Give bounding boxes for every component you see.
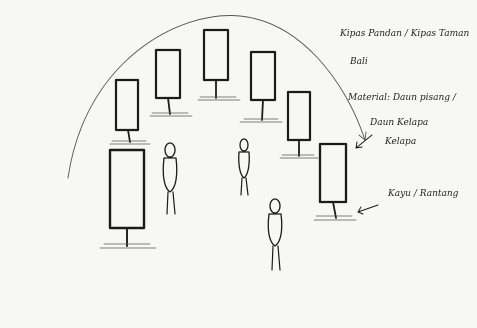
note-title-line2: Bali	[349, 57, 368, 67]
arrow-icon	[358, 205, 378, 214]
note-frame: Kayu / Rantang	[387, 189, 459, 199]
fan-panel-icon	[314, 144, 356, 220]
note-material-line1: Material: Daun pisang /	[347, 93, 457, 103]
fan-panel-icon	[150, 50, 192, 116]
fan-panel-icon	[198, 30, 240, 100]
note-material-line3: Kelapa	[384, 137, 416, 147]
note-material-line2: Daun Kelapa	[369, 118, 428, 128]
human-figure-icon	[163, 143, 177, 214]
fan-panel-icon	[240, 52, 282, 122]
human-figure-icon	[268, 199, 282, 270]
fan-panel-icon	[110, 80, 150, 144]
note-title-line1: Kipas Pandan / Kipas Taman	[339, 29, 469, 39]
fan-panel-icon	[100, 150, 156, 248]
fan-panel-icon	[280, 92, 318, 158]
human-figure-icon	[239, 139, 250, 195]
